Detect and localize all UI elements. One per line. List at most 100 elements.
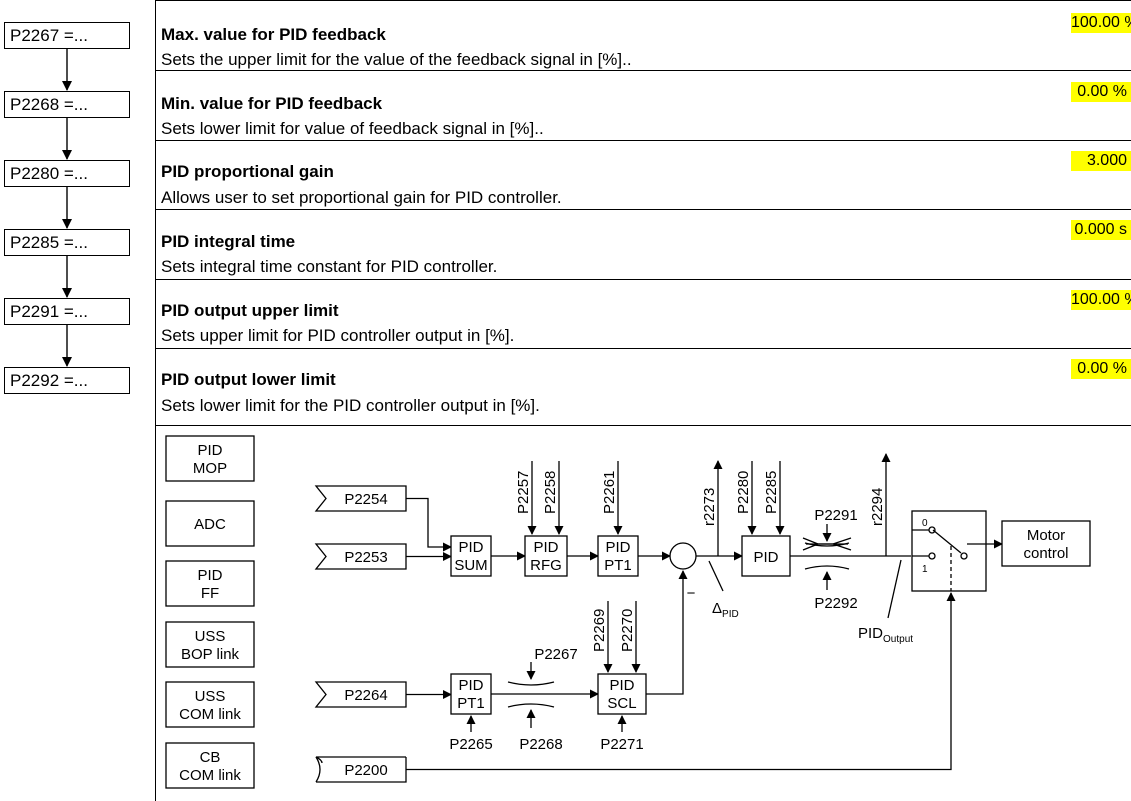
param-title: PID output lower limit	[161, 370, 336, 389]
param-title: PID proportional gain	[161, 162, 334, 181]
row-separator	[155, 279, 1131, 280]
param-description: Sets the upper limit for the value of th…	[161, 50, 632, 69]
label-pid-output: PIDOutput	[858, 625, 913, 645]
wire-p2200-switch	[406, 592, 956, 771]
label-minus: −	[687, 585, 696, 602]
connector-p2200-curve	[315, 756, 321, 783]
label-p2291: P2291	[814, 507, 857, 524]
row-separator	[155, 348, 1131, 349]
wire-p2254	[406, 497, 452, 552]
source-uss-bop-line1: USS	[195, 628, 226, 645]
block-pid-pt1-bottom-line2: PT1	[457, 695, 485, 712]
row-separator	[155, 425, 1131, 426]
switch-label-0: 0	[922, 518, 928, 529]
label-p2258: P2258	[542, 471, 559, 514]
source-uss-bop-link	[165, 621, 255, 668]
block-pid-sum-line2: SUM	[454, 557, 487, 574]
block-pid-rfg-line1: PID	[533, 539, 558, 556]
param-value: 0.00 %	[1071, 82, 1131, 102]
param-description: Sets upper limit for PID controller outp…	[161, 326, 515, 345]
switch-blade	[932, 529, 962, 554]
source-cb-com-line1: CB	[200, 749, 221, 766]
param-flow-arrows	[62, 49, 72, 367]
switch-contact-1	[928, 552, 936, 560]
source-cb-com-line2: COM link	[179, 767, 241, 784]
row-separator	[155, 140, 1131, 141]
param-value: 0.00 %	[1071, 359, 1131, 379]
label-r2273: r2273	[701, 488, 718, 526]
param-box-p2268: P2268 =...	[4, 91, 130, 118]
param-description: Allows user to set proportional gain for…	[161, 188, 562, 207]
param-title: PID output upper limit	[161, 301, 339, 320]
source-pid-ff-line1: PID	[197, 567, 222, 584]
block-pid-pt1-top	[597, 535, 639, 577]
connector-p2264-label: P2264	[344, 687, 387, 704]
source-uss-bop-line2: BOP link	[181, 646, 240, 663]
switch-box	[911, 510, 987, 592]
column-divider	[155, 0, 156, 801]
block-pid-pt1-top-line2: PT1	[604, 557, 632, 574]
connector-p2254	[314, 485, 407, 512]
source-uss-com-line1: USS	[195, 688, 226, 705]
block-pid-sum	[450, 535, 492, 577]
connector-p2200-label: P2200	[344, 762, 387, 779]
param-box-p2280: P2280 =...	[4, 160, 130, 187]
label-p2261: P2261	[601, 471, 618, 514]
block-pid-scl-line2: SCL	[607, 695, 636, 712]
row-separator	[155, 209, 1131, 210]
connector-p2253-label: P2253	[344, 549, 387, 566]
param-box-p2267: P2267 =...	[4, 22, 130, 49]
block-pid-scl-line1: PID	[609, 677, 634, 694]
wire-feedback	[646, 570, 688, 695]
source-pid-mop-line2: MOP	[193, 460, 227, 477]
source-cb-com-link	[165, 742, 255, 789]
connector-p2254-label: P2254	[344, 491, 387, 508]
switch-contact-0	[928, 526, 936, 534]
source-uss-com-link	[165, 681, 255, 728]
switch-label-1: 1	[922, 564, 928, 575]
block-pid-rfg-line2: RFG	[530, 557, 562, 574]
summing-junction	[669, 542, 697, 570]
limiter-feedback-top	[507, 681, 555, 686]
row-separator	[155, 0, 1131, 1]
source-uss-com-line2: COM link	[179, 706, 241, 723]
label-p2285: P2285	[763, 471, 780, 514]
param-box-p2292: P2292 =...	[4, 367, 130, 394]
param-value: 0.000 s	[1071, 220, 1131, 240]
source-pid-mop-line1: PID	[197, 442, 222, 459]
label-p2292: P2292	[814, 595, 857, 612]
param-value: 100.00 %	[1071, 13, 1131, 33]
delta-leader	[708, 560, 724, 592]
block-pid-scl	[597, 673, 647, 715]
block-pid-sum-line1: PID	[458, 539, 483, 556]
pid-block-diagram: PID MOP ADC PID FF USS BOP link USS COM …	[165, 435, 1091, 789]
source-adc	[165, 500, 255, 547]
block-pid-pt1-top-line1: PID	[605, 539, 630, 556]
source-pid-mop	[165, 435, 255, 482]
block-pid-pt1-bottom-line1: PID	[458, 677, 483, 694]
connector-p2264	[314, 681, 407, 708]
param-title: PID integral time	[161, 232, 296, 251]
label-p2267: P2267	[534, 646, 577, 663]
label-p2257: P2257	[515, 471, 532, 514]
block-pid-label: PID	[753, 549, 778, 566]
label-p2280: P2280	[735, 471, 752, 514]
param-value: 100.00 %	[1071, 290, 1131, 310]
label-p2270: P2270	[619, 609, 636, 652]
param-description: Sets integral time constant for PID cont…	[161, 257, 498, 276]
block-pid	[741, 535, 791, 577]
limiter-bottom	[804, 565, 850, 570]
param-box-p2285: P2285 =...	[4, 229, 130, 256]
label-p2265: P2265	[449, 736, 492, 753]
label-p2269: P2269	[591, 609, 608, 652]
label-r2294: r2294	[869, 488, 886, 526]
pid-output-leader	[887, 559, 902, 619]
source-adc-label: ADC	[194, 516, 226, 533]
label-delta-pid: ΔPID	[712, 600, 739, 620]
block-motor-control	[1001, 520, 1091, 567]
limiter-feedback-bottom	[507, 703, 555, 708]
param-title: Min. value for PID feedback	[161, 94, 383, 113]
switch-pivot	[960, 552, 968, 560]
label-p2271: P2271	[600, 736, 643, 753]
label-p2268: P2268	[519, 736, 562, 753]
